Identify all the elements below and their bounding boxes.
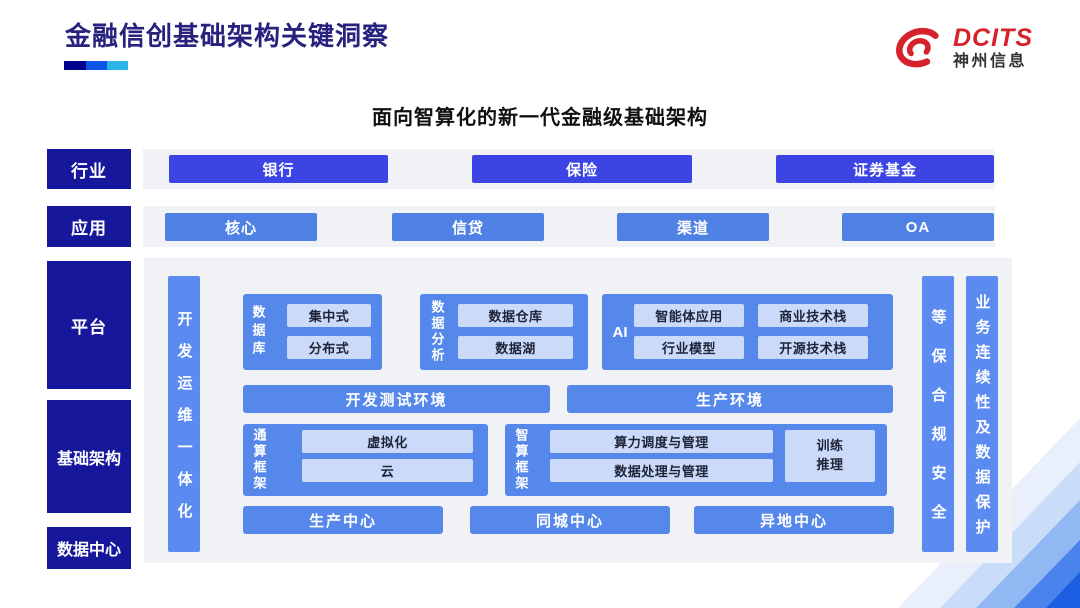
ai-item-open-source-stack: 开源技术栈 [758, 336, 868, 359]
app-item-oa: OA [842, 213, 994, 241]
underline-segment-blue [86, 61, 107, 70]
ic-item-training-inference: 训练推理 [785, 430, 875, 482]
page-title: 金融信创基础架构关键洞察 [65, 21, 390, 51]
env-bar-production: 生产环境 [567, 385, 893, 413]
analytics-item-lake: 数据湖 [458, 336, 573, 359]
gc-item-cloud: 云 [302, 459, 473, 482]
analytics-item-warehouse: 数据仓库 [458, 304, 573, 327]
title-underline [64, 61, 128, 70]
gc-item-virtualization: 虚拟化 [302, 430, 473, 453]
dcits-swirl-icon [896, 27, 939, 68]
continuity-bar-label: 业务连续性及数据保护 [973, 294, 991, 544]
ai-item-agent-app: 智能体应用 [634, 304, 744, 327]
database-item-distributed: 分布式 [287, 336, 371, 359]
band-label-datacenter: 数据中心 [47, 527, 131, 569]
devops-bar-label: 开发运维一体化 [175, 310, 193, 535]
training-inference-label: 训练推理 [816, 438, 844, 472]
app-item-channel: 渠道 [617, 213, 769, 241]
env-bar-devtest: 开发测试环境 [243, 385, 550, 413]
center-item-production: 生产中心 [243, 506, 443, 534]
database-item-centralized: 集中式 [287, 304, 371, 327]
general-compute-label: 通算框架 [251, 428, 267, 492]
underline-segment-cyan [107, 61, 128, 70]
industry-item-bank: 银行 [169, 155, 388, 183]
intelligent-compute-label: 智算框架 [513, 428, 529, 492]
ic-item-compute-scheduling: 算力调度与管理 [550, 430, 773, 453]
analytics-group-label: 数据分析 [429, 300, 445, 364]
center-item-same-city: 同城中心 [470, 506, 670, 534]
continuity-vertical-bar: 业务连续性及数据保护 [966, 276, 998, 552]
band-label-platform: 平台 [47, 261, 131, 389]
band-label-industry: 行业 [47, 149, 131, 189]
center-item-remote: 异地中心 [694, 506, 894, 534]
ai-item-commercial-stack: 商业技术栈 [758, 304, 868, 327]
app-item-core: 核心 [165, 213, 317, 241]
compliance-vertical-bar: 等保合规安全 [922, 276, 954, 552]
industry-item-securities-funds: 证券基金 [776, 155, 994, 183]
underline-segment-navy [64, 61, 86, 70]
ai-item-industry-model: 行业模型 [634, 336, 744, 359]
logo-brand-text: DCITS [953, 23, 1033, 52]
band-label-application: 应用 [47, 206, 131, 247]
diagram-title: 面向智算化的新一代金融级基础架构 [372, 107, 708, 129]
database-group-label: 数据库 [250, 305, 266, 359]
devops-vertical-bar: 开发运维一体化 [168, 276, 200, 552]
logo-company-text: 神州信息 [953, 53, 1028, 71]
ai-group-label: AI [612, 323, 628, 341]
compliance-bar-label: 等保合规安全 [929, 309, 947, 543]
app-item-credit: 信贷 [392, 213, 544, 241]
band-label-infrastructure: 基础架构 [47, 400, 131, 513]
ic-item-data-processing: 数据处理与管理 [550, 459, 773, 482]
brand-logo: DCITS 神州信息 [890, 20, 1033, 76]
industry-item-insurance: 保险 [472, 155, 692, 183]
